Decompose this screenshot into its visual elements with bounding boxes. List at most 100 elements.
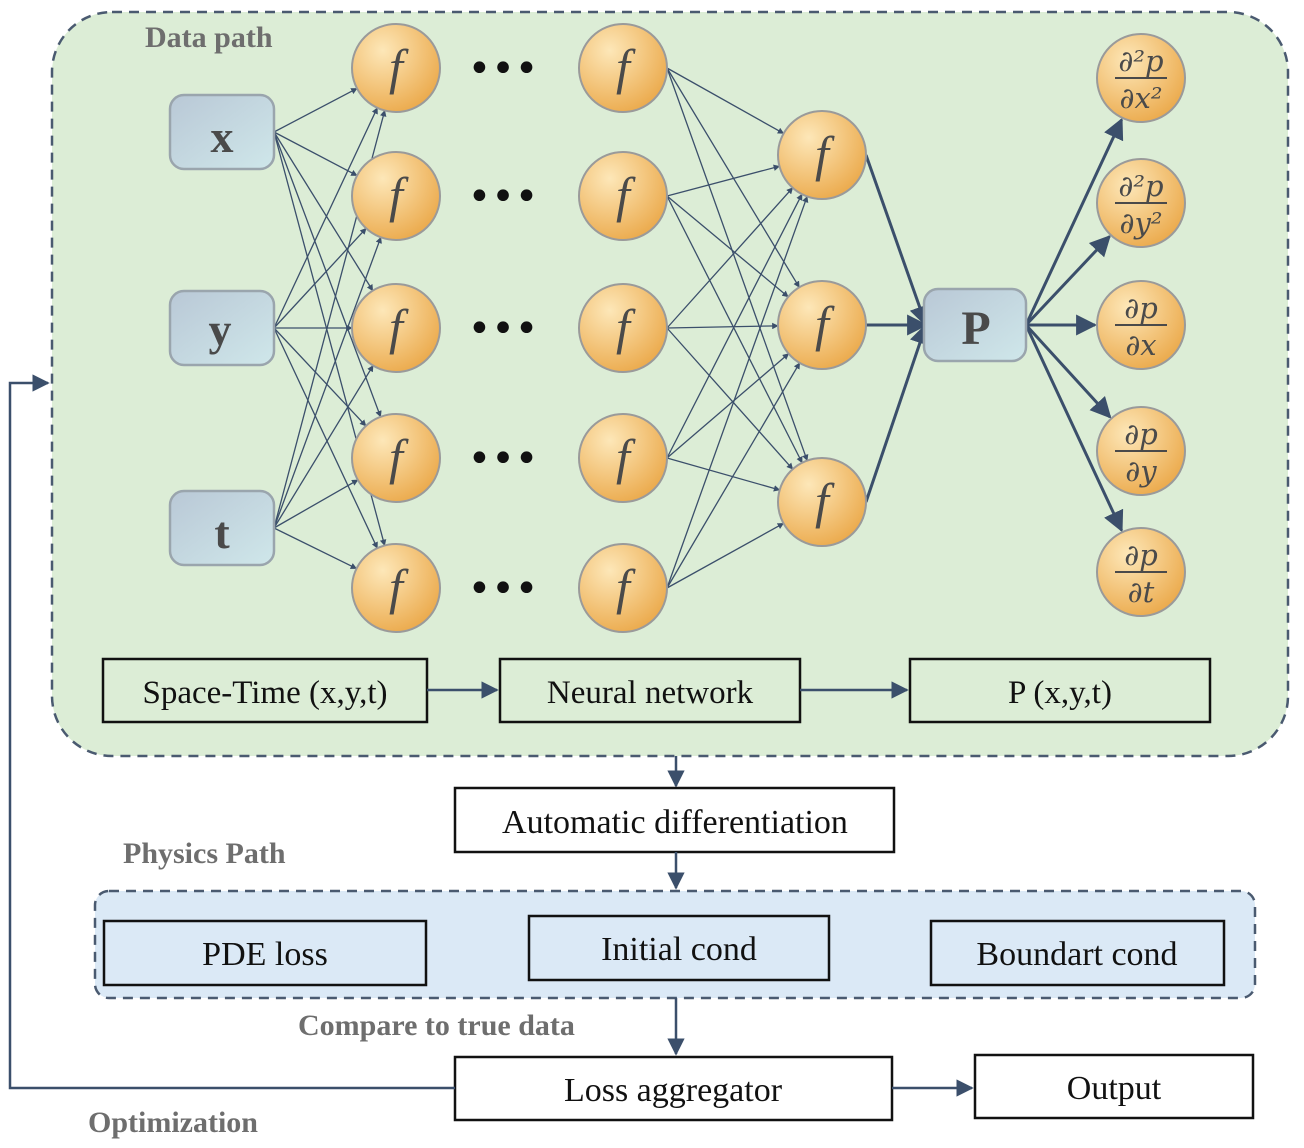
flow-p-output: P (x,y,t) xyxy=(908,657,1212,724)
output-to-derivative-edge xyxy=(1024,324,1124,533)
derivative-numerator: ∂p xyxy=(1124,538,1158,572)
derivative-numerator: ∂p xyxy=(1124,417,1158,451)
neuron-layer1: f xyxy=(351,413,441,503)
input-to-hidden-edge xyxy=(273,527,358,570)
derivative-denominator: ∂t xyxy=(1128,575,1155,609)
boundary-cond-box: Boundart cond xyxy=(929,919,1226,987)
flow-space-time: Space-Time (x,y,t) xyxy=(101,657,429,724)
input-to-hidden-edge xyxy=(273,327,367,427)
flow-space-time-label: Space-Time (x,y,t) xyxy=(142,675,387,711)
neuron-layer2: f xyxy=(578,413,668,503)
hidden-to-hidden-edge xyxy=(666,195,803,464)
derivative-denominator: ∂y² xyxy=(1119,206,1162,240)
input-x-label: x xyxy=(211,111,234,162)
hidden-to-hidden-edge xyxy=(666,164,781,197)
data-path-label: Data path xyxy=(145,21,273,54)
derivative-denominator: ∂x² xyxy=(1120,81,1163,115)
input-node-y: y xyxy=(168,289,276,367)
loss-aggregator-label: Loss aggregator xyxy=(564,1072,783,1109)
derivative-nodes: ∂²p∂x²∂²p∂y²∂p∂x∂p∂y∂p∂t xyxy=(1096,33,1186,617)
derivative-numerator: ∂p xyxy=(1124,291,1158,325)
input-to-hidden-edge xyxy=(273,131,382,418)
hidden-to-hidden-edge xyxy=(666,457,781,492)
hidden-to-hidden-edge xyxy=(666,193,803,459)
flow-neural-network: Neural network xyxy=(498,657,802,724)
neuron-layer1: f xyxy=(351,151,441,241)
hidden-to-hidden-edge xyxy=(666,187,794,329)
input-node-x: x xyxy=(168,93,276,171)
compare-label: Compare to true data xyxy=(298,1009,575,1042)
initial-cond-box: Initial cond xyxy=(527,914,831,982)
output-p-label: P xyxy=(961,302,990,355)
pde-loss-label: PDE loss xyxy=(202,936,328,973)
neuron-layer3: f xyxy=(777,457,867,547)
derivative-node: ∂²p∂y² xyxy=(1096,158,1186,248)
optimization-loop-arrow xyxy=(8,374,455,1090)
output-to-derivative-edge xyxy=(1024,117,1124,326)
hidden-to-hidden-edge xyxy=(666,327,794,470)
hidden-to-hidden-edge xyxy=(666,522,785,589)
optimization-label: Optimization xyxy=(88,1106,258,1139)
autodiff-box: Automatic differentiation xyxy=(453,786,896,854)
neuron-layer3: f xyxy=(777,110,867,200)
hidden-to-hidden-edge xyxy=(666,322,779,330)
hidden-to-hidden-edge xyxy=(666,353,790,459)
neuron-layer2: f xyxy=(578,23,668,113)
hidden-to-output-edge xyxy=(864,323,930,503)
derivative-node: ∂p∂x xyxy=(1096,280,1186,370)
output-to-derivative-edge xyxy=(1024,323,1112,419)
hidden-to-hidden-edge xyxy=(666,362,801,589)
flow-p-output-label: P (x,y,t) xyxy=(1008,675,1112,711)
input-y-label: y xyxy=(209,304,232,355)
input-to-hidden-edge xyxy=(273,236,382,529)
initial-cond-label: Initial cond xyxy=(601,931,757,968)
derivative-denominator: ∂y xyxy=(1125,454,1157,488)
ellipsis-dots: ••• xyxy=(468,306,539,352)
hidden-to-hidden-edge xyxy=(666,67,785,135)
input-to-hidden-edge xyxy=(273,479,359,529)
hidden-to-hidden-edge xyxy=(666,67,809,462)
loss-aggregator-box: Loss aggregator xyxy=(453,1055,894,1122)
neuron-layer1: f xyxy=(351,23,441,113)
input-to-hidden-edge xyxy=(273,131,358,177)
physics-path-label: Physics Path xyxy=(123,837,286,870)
autodiff-label: Automatic differentiation xyxy=(502,804,848,841)
derivative-node: ∂²p∂x² xyxy=(1096,33,1186,123)
input-to-hidden-edge xyxy=(273,131,374,292)
neuron-layer2: f xyxy=(578,283,668,373)
ellipsis-dots: ••• xyxy=(468,566,539,612)
neuron-layer1: f xyxy=(351,543,441,633)
neuron-layer2: f xyxy=(578,151,668,241)
pde-loss-box: PDE loss xyxy=(102,919,428,987)
hidden-layer-ellipsis: ••• ••• ••• ••• ••• xyxy=(468,46,539,612)
hidden-to-hidden-edge xyxy=(666,195,809,589)
derivative-numerator: ∂²p xyxy=(1118,44,1163,78)
flow-neural-network-label: Neural network xyxy=(547,675,754,711)
derivative-denominator: ∂x xyxy=(1125,328,1156,362)
input-to-hidden-edge xyxy=(273,365,374,529)
hidden-to-hidden-edge xyxy=(666,195,789,298)
output-label: Output xyxy=(1067,1070,1162,1107)
ellipsis-dots: ••• xyxy=(468,46,539,92)
input-to-hidden-edge xyxy=(273,327,378,549)
derivative-numerator: ∂²p xyxy=(1118,169,1163,203)
hidden-to-hidden-edge xyxy=(666,67,800,288)
neuron-layer2: f xyxy=(578,543,668,633)
input-node-t: t xyxy=(168,489,276,567)
derivative-node: ∂p∂t xyxy=(1096,527,1186,617)
input-to-hidden-edge xyxy=(273,227,367,329)
hidden-to-output-edge xyxy=(864,154,930,327)
neuron-layer1: f xyxy=(351,283,441,373)
boundary-cond-label: Boundart cond xyxy=(976,936,1177,973)
network-connections xyxy=(273,67,1124,589)
input-to-hidden-edge xyxy=(273,87,358,133)
output-node-p: P xyxy=(922,287,1028,363)
ellipsis-dots: ••• xyxy=(468,174,539,220)
neuron-layer3: f xyxy=(777,280,867,370)
output-to-derivative-edge xyxy=(1024,234,1111,327)
ellipsis-dots: ••• xyxy=(468,436,539,482)
input-to-hidden-edge xyxy=(273,107,378,329)
